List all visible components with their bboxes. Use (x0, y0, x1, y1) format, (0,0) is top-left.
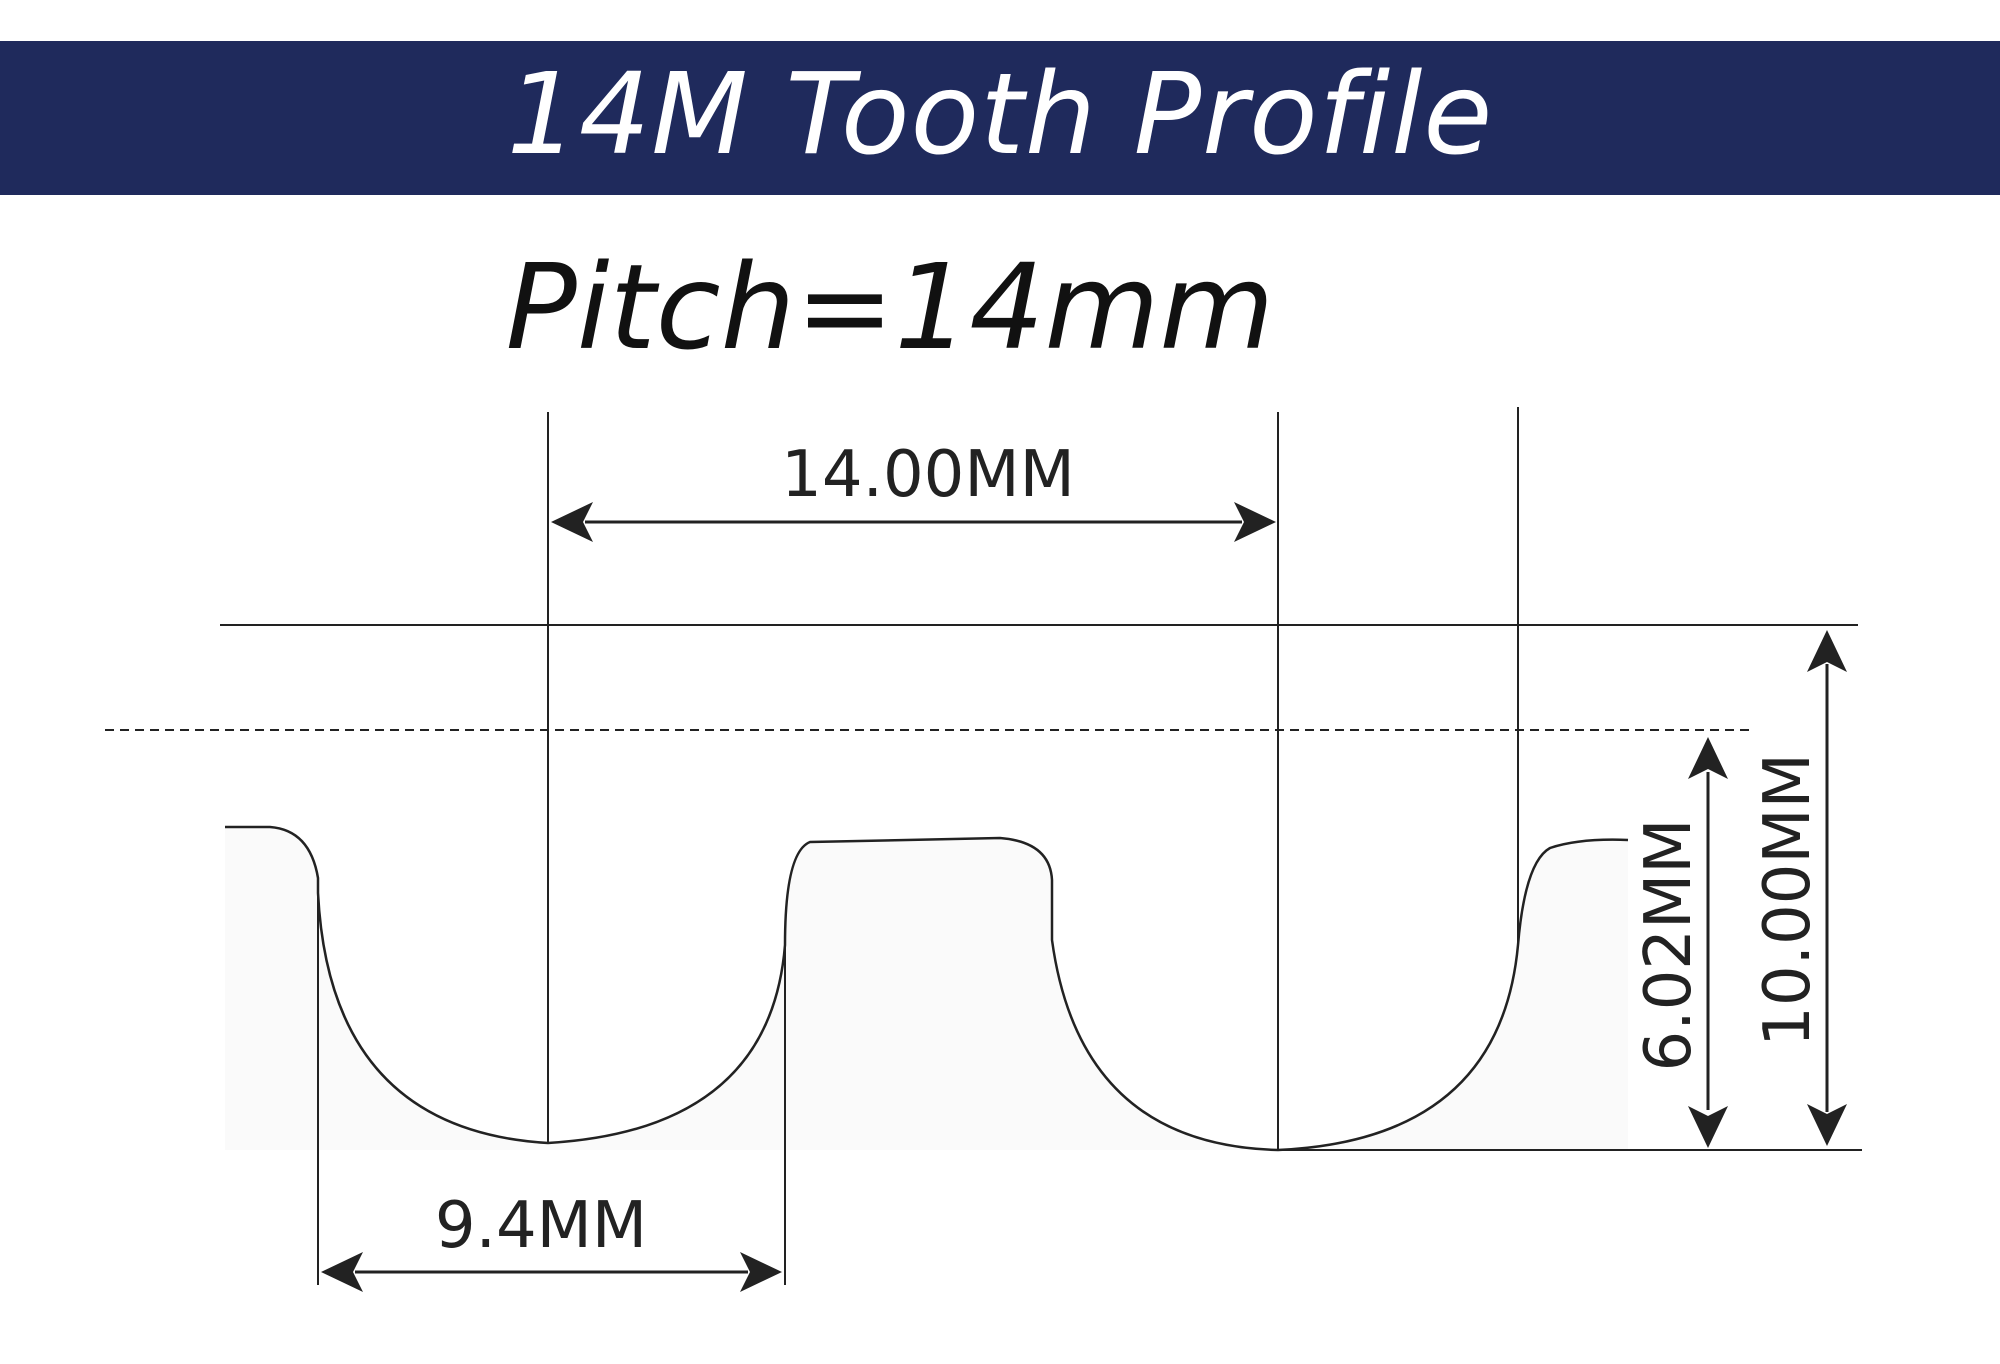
arrowhead-right (1234, 502, 1276, 542)
pitch-dimension-label: 14.00MM (781, 438, 1075, 512)
total-height-dimension: 10.00MM (1751, 630, 1847, 1146)
belt-profile-fill (225, 827, 1628, 1150)
pitch-heading: Pitch=14mm (505, 238, 1275, 376)
arrowhead-down (1807, 1104, 1847, 1146)
arrowhead-up (1688, 737, 1728, 779)
tooth-width-label: 9.4MM (435, 1189, 647, 1263)
total-height-label: 10.00MM (1751, 753, 1825, 1047)
tooth-height-dimension: 6.02MM (1632, 737, 1728, 1148)
arrowhead-up (1807, 630, 1847, 672)
page-title: 14M Tooth Profile (506, 50, 1494, 180)
arrowhead-right (740, 1252, 782, 1292)
tooth-width-dimension: 9.4MM (321, 1189, 782, 1292)
tooth-height-label: 6.02MM (1632, 819, 1706, 1072)
pitch-dimension: 14.00MM (551, 438, 1276, 542)
belt-profile-outline (225, 825, 1629, 1152)
arrowhead-left (551, 502, 593, 542)
title-banner: 14M Tooth Profile (0, 41, 2000, 195)
arrowhead-down (1688, 1106, 1728, 1148)
arrowhead-left (321, 1252, 363, 1292)
